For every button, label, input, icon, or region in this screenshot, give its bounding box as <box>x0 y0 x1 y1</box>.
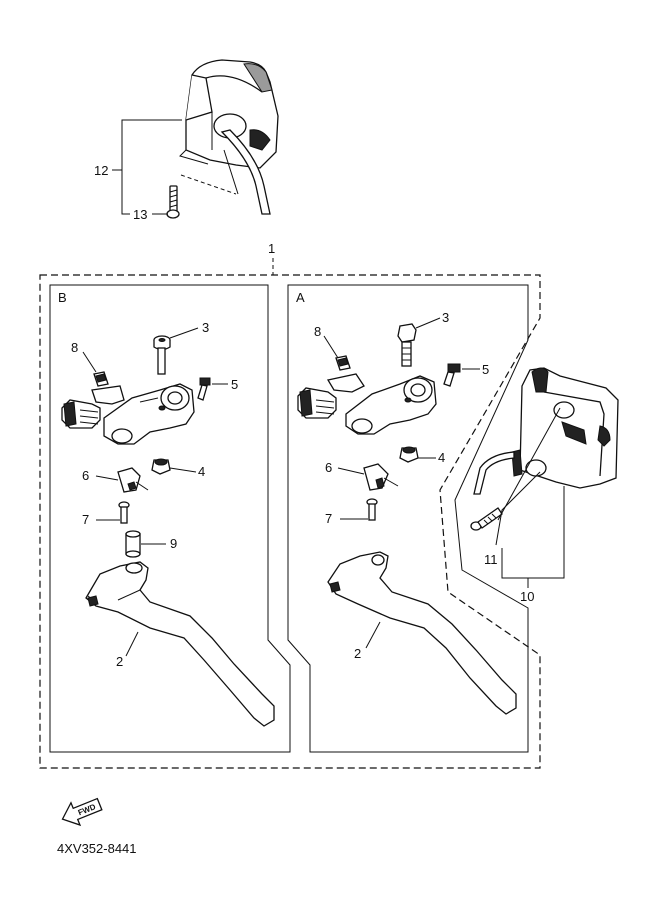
callout-10: 10 <box>520 589 534 604</box>
callout-4-b: 4 <box>198 464 205 479</box>
switch-mount-screw <box>366 498 378 521</box>
callout-7-a: 7 <box>325 511 332 526</box>
callout-13: 13 <box>133 207 147 222</box>
assembly-outline <box>39 274 541 769</box>
brake-switch <box>363 463 399 491</box>
lever-collar <box>125 530 141 558</box>
switch-mount-screw <box>118 501 130 524</box>
panel-b-frame <box>49 284 291 753</box>
lever-nut <box>399 446 419 463</box>
callout-2-a: 2 <box>354 646 361 661</box>
forward-direction-arrow: FWD <box>61 797 103 827</box>
callout-8-b: 8 <box>71 340 78 355</box>
panel-a-label: A <box>296 290 305 305</box>
panel-b-label: B <box>58 290 67 305</box>
lever-holder <box>297 373 437 435</box>
switch-screw <box>166 185 180 219</box>
adjuster-screw <box>335 355 351 371</box>
callout-11: 11 <box>484 552 498 567</box>
callout-1: 1 <box>268 241 275 256</box>
right-switch-screw <box>470 507 503 531</box>
callout-6-b: 6 <box>82 468 89 483</box>
pivot-bolt <box>397 323 417 367</box>
callout-3-a: 3 <box>442 310 449 325</box>
panel-a-frame <box>287 284 529 753</box>
mirror-bolt <box>197 377 211 401</box>
callout-5-a: 5 <box>482 362 489 377</box>
handlebar-switch-assembly <box>112 59 279 215</box>
callout-9-b: 9 <box>170 536 177 551</box>
callout-4-a: 4 <box>438 450 445 465</box>
lever-nut <box>151 458 171 475</box>
adjuster-screw <box>93 371 109 387</box>
callout-12: 12 <box>94 163 108 178</box>
diagram-code: 4XV352-8441 <box>57 841 137 856</box>
right-handlebar-switch <box>473 367 619 495</box>
callout-6-a: 6 <box>325 460 332 475</box>
clutch-lever <box>85 561 275 727</box>
clutch-switch <box>117 467 149 493</box>
callout-8-a: 8 <box>314 324 321 339</box>
callout-5-b: 5 <box>231 377 238 392</box>
callout-7-b: 7 <box>82 512 89 527</box>
brake-lever <box>327 551 517 715</box>
callout-2-b: 2 <box>116 654 123 669</box>
callout-3-b: 3 <box>202 320 209 335</box>
lever-holder <box>61 383 195 445</box>
pivot-bolt <box>153 335 171 375</box>
mirror-bolt <box>443 363 461 387</box>
